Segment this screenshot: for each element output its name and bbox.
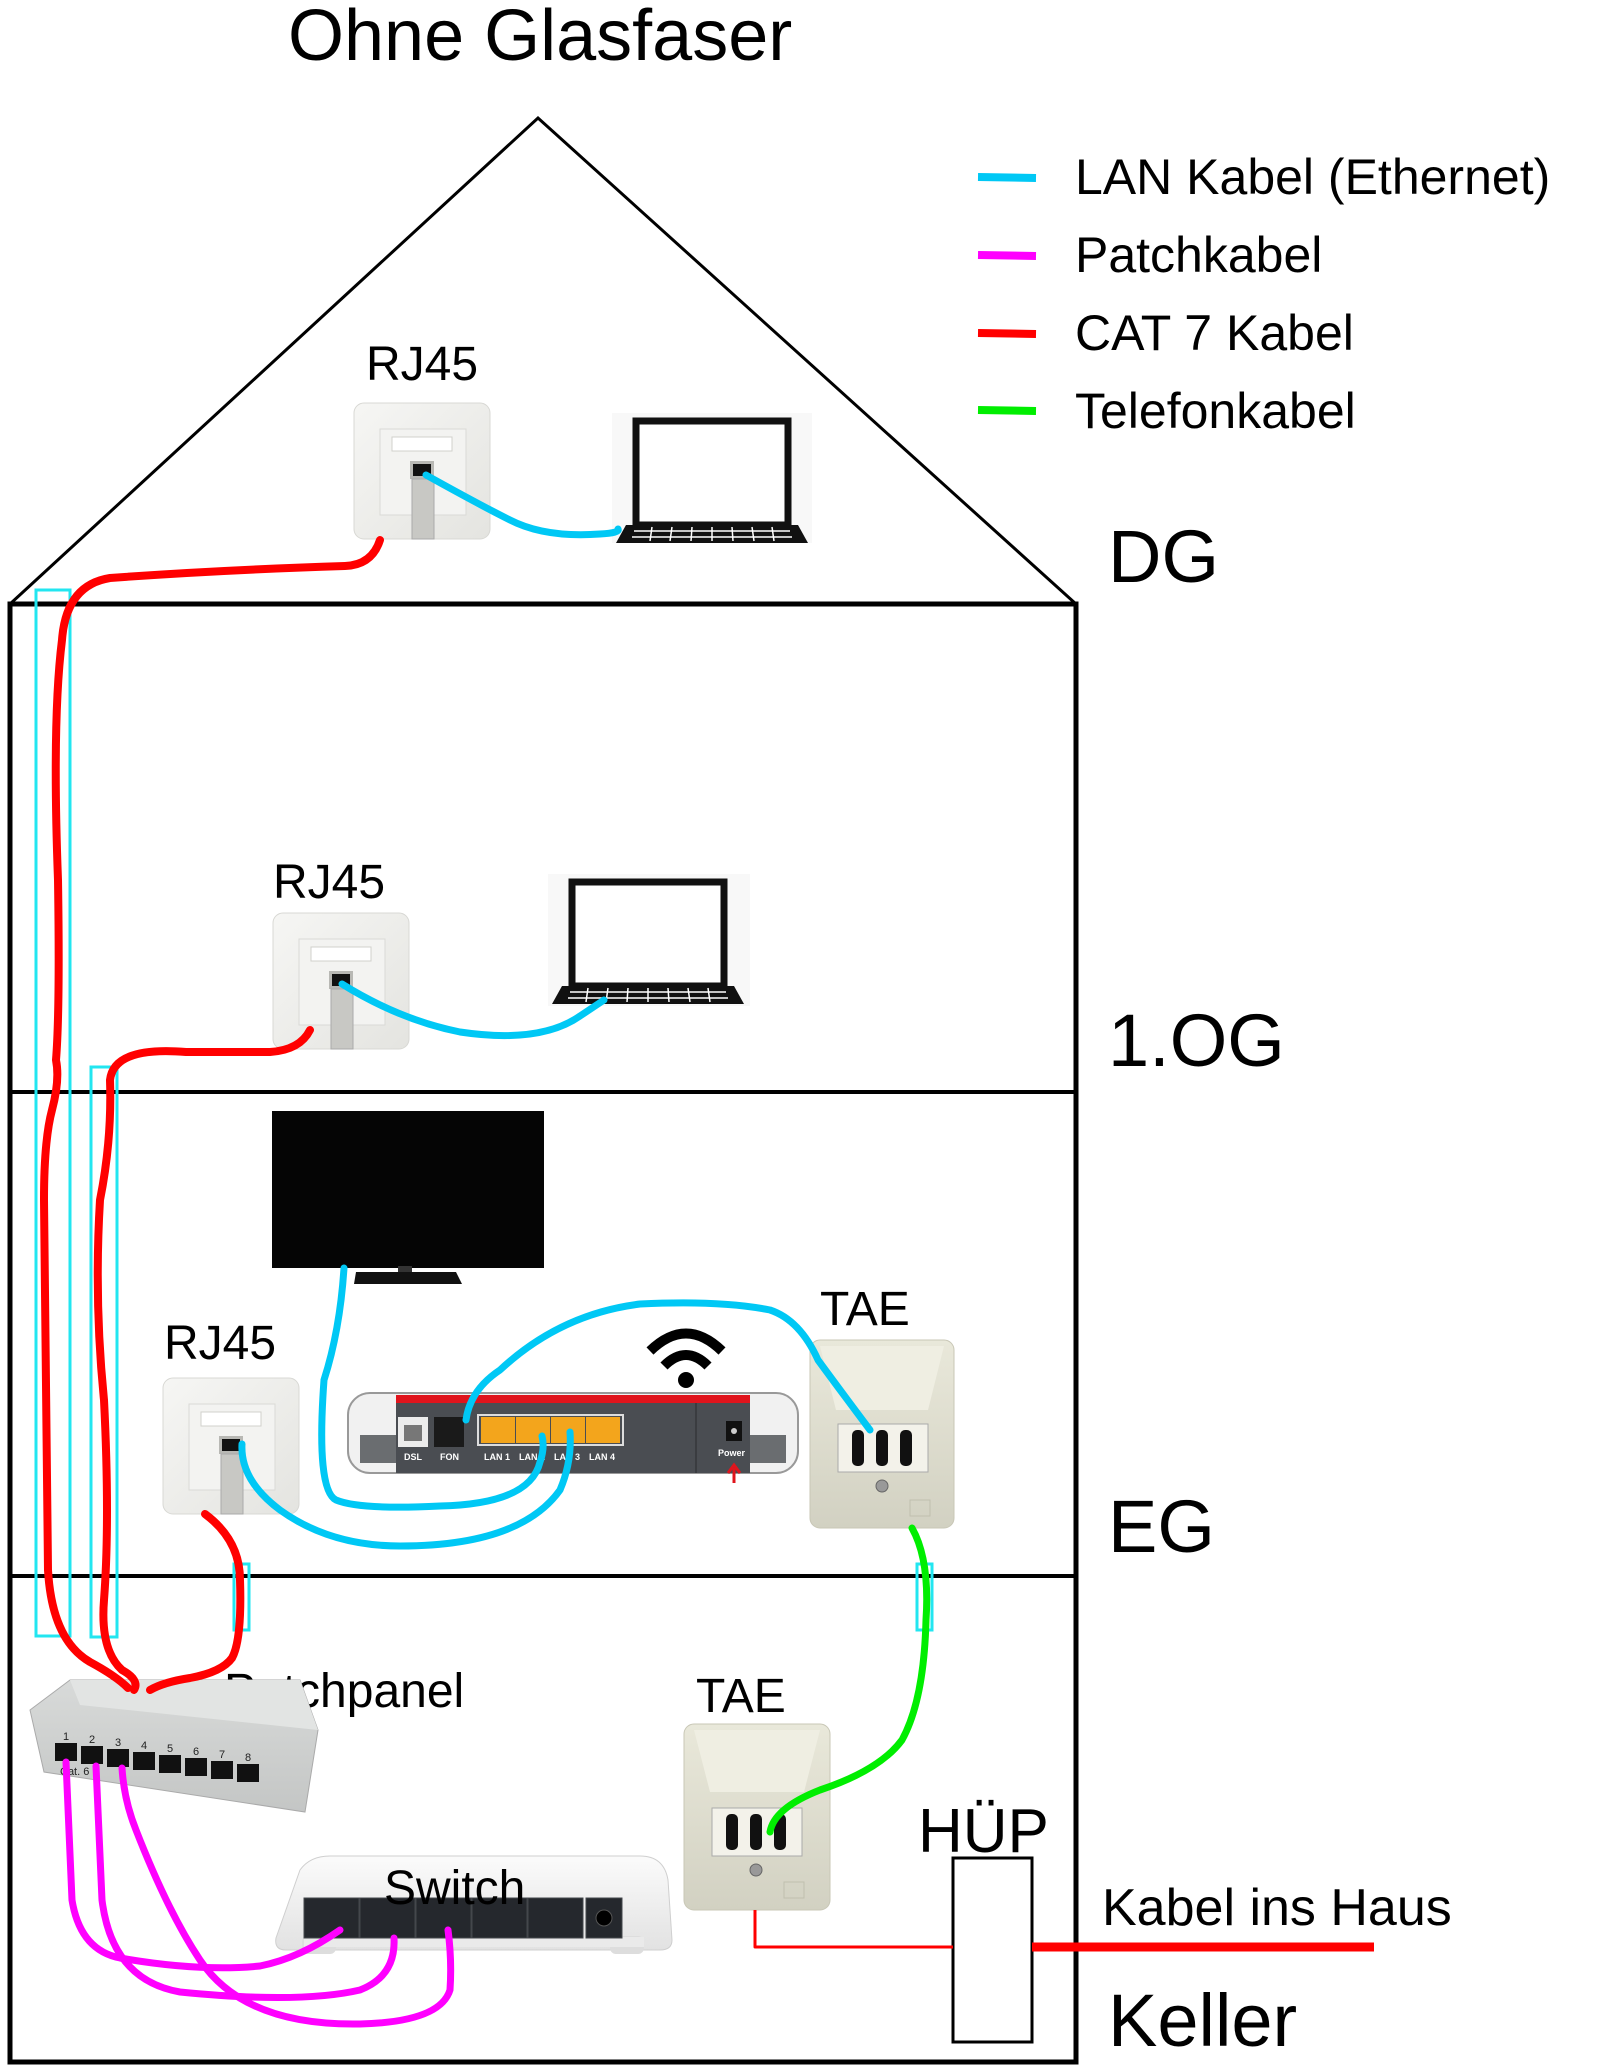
pp-port-7 bbox=[211, 1761, 233, 1779]
legend-label-lan: LAN Kabel (Ethernet) bbox=[1075, 149, 1550, 205]
legend-item-lan: LAN Kabel (Ethernet) bbox=[977, 149, 1550, 205]
cable-patch-1 bbox=[62, 1758, 344, 1972]
floor-label-1og: 1.OG bbox=[1108, 999, 1285, 1082]
router-port-lan1 bbox=[481, 1417, 515, 1443]
legend-label-phone: Telefonkabel bbox=[1075, 383, 1356, 439]
tae-eg-label: TAE bbox=[820, 1283, 910, 1336]
tae-socket-eg bbox=[809, 1339, 955, 1529]
legend-label-cat7: CAT 7 Kabel bbox=[1075, 305, 1354, 361]
floor-label-keller: Keller bbox=[1108, 1979, 1297, 2062]
pp-num-2: 2 bbox=[89, 1734, 95, 1746]
router-label-fon: FON bbox=[440, 1452, 459, 1462]
cable-lan-eg-rj45 bbox=[238, 1428, 574, 1550]
legend-item-cat7: CAT 7 Kabel bbox=[977, 305, 1354, 361]
tv-icon bbox=[272, 1111, 544, 1284]
cable-cat7-tae-huep bbox=[753, 1910, 953, 1949]
pp-port-2 bbox=[81, 1746, 103, 1764]
power-arrow-icon bbox=[726, 1462, 742, 1483]
patchpanel-ports bbox=[55, 1743, 259, 1782]
pp-num-5: 5 bbox=[167, 1743, 173, 1755]
router-label-lan4: LAN 4 bbox=[589, 1452, 615, 1462]
kabel-ins-haus-label: Kabel ins Haus bbox=[1102, 1879, 1452, 1937]
pp-port-4 bbox=[133, 1752, 155, 1770]
router-label-lan1: LAN 1 bbox=[484, 1452, 510, 1462]
cable-patch-3 bbox=[118, 1764, 455, 2028]
cable-patch-2 bbox=[92, 1762, 398, 2002]
cable-phone bbox=[766, 1524, 931, 1836]
tae-socket-keller bbox=[683, 1723, 831, 1911]
pp-port-6 bbox=[185, 1758, 207, 1776]
pp-num-7: 7 bbox=[219, 1749, 225, 1761]
cable-cat7-eg bbox=[146, 1510, 245, 1694]
legend-swatch-cat7 bbox=[977, 329, 1037, 338]
huep-label: HÜP bbox=[918, 1797, 1049, 1866]
legend-swatch-lan bbox=[977, 173, 1037, 182]
pp-num-4: 4 bbox=[141, 1740, 147, 1752]
legend-swatch-patch bbox=[977, 251, 1037, 260]
floor-label-eg: EG bbox=[1108, 1485, 1215, 1568]
pp-num-6: 6 bbox=[193, 1746, 199, 1758]
router-label-lan2: LAN 2 bbox=[519, 1452, 545, 1462]
floor-label-dg: DG bbox=[1108, 515, 1219, 598]
rj45-socket-eg bbox=[162, 1377, 300, 1515]
rj45-socket-dg bbox=[353, 402, 491, 540]
wifi-icon bbox=[646, 1328, 726, 1388]
cable-lan-dsl bbox=[462, 1299, 874, 1434]
legend-item-patch: Patchkabel bbox=[977, 227, 1322, 283]
huep-box bbox=[951, 1856, 1034, 2044]
laptop-1og-icon bbox=[548, 874, 750, 1006]
cable-lan-tv bbox=[318, 1264, 547, 1511]
legend-item-phone: Telefonkabel bbox=[977, 383, 1356, 439]
legend-label-patch: Patchkabel bbox=[1075, 227, 1322, 283]
patchpanel: 1 2 3 4 5 6 7 8 Cat. 6 bbox=[29, 1679, 319, 1813]
laptop-dg-icon bbox=[612, 413, 812, 543]
legend: LAN Kabel (Ethernet) Patchkabel CAT 7 Ka… bbox=[977, 149, 1550, 439]
cable-cat7-dg bbox=[40, 536, 384, 1692]
router-port-fon bbox=[434, 1417, 464, 1447]
router-label-power: Power bbox=[718, 1448, 746, 1458]
diagram-title: Ohne Glasfaser bbox=[288, 0, 792, 76]
router-label-dsl: DSL bbox=[404, 1452, 423, 1462]
router-port-lan4 bbox=[586, 1417, 620, 1443]
pp-port-3 bbox=[107, 1749, 129, 1767]
pp-port-5 bbox=[159, 1755, 181, 1773]
cable-lan-1og bbox=[338, 980, 608, 1040]
pp-num-3: 3 bbox=[115, 1737, 121, 1749]
switch-label: Switch bbox=[384, 1862, 525, 1915]
cable-lan-dg bbox=[422, 471, 622, 539]
house-outline bbox=[7, 115, 1079, 2065]
pp-port-8 bbox=[237, 1764, 259, 1782]
switch-ports-real bbox=[303, 1897, 623, 1939]
cable-cat7-1og bbox=[93, 1026, 314, 1694]
legend-swatch-phone bbox=[977, 406, 1037, 415]
rj45-eg-label: RJ45 bbox=[164, 1317, 276, 1370]
tae-keller-label: TAE bbox=[696, 1670, 786, 1723]
rj45-1og-label: RJ45 bbox=[273, 856, 385, 909]
pp-num-8: 8 bbox=[245, 1752, 251, 1764]
conduit-dg bbox=[34, 588, 72, 1638]
rj45-dg-label: RJ45 bbox=[366, 338, 478, 391]
cables bbox=[40, 471, 1374, 2028]
pp-num-1: 1 bbox=[63, 1731, 69, 1743]
pp-port-1 bbox=[55, 1743, 77, 1761]
